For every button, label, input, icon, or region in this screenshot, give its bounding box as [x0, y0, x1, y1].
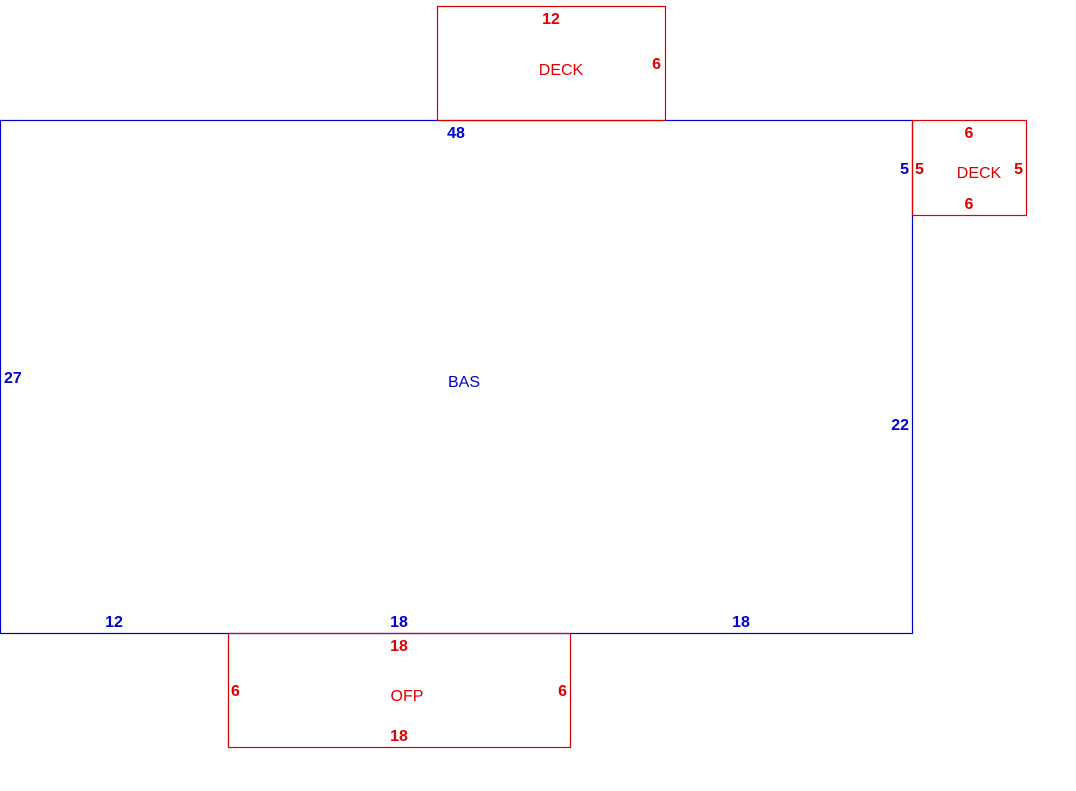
ofp-label: OFP — [391, 688, 424, 705]
bas-dim-right-upper: 5 — [900, 161, 909, 178]
deck-right-outline — [911, 119, 1028, 217]
deck-right-area: DECK 6 6 5 5 — [911, 119, 1028, 217]
deck-top-area: DECK 12 6 — [436, 5, 667, 122]
deck-top-outline — [436, 5, 667, 122]
bas-area: BAS 48 27 22 5 12 18 18 — [0, 119, 914, 635]
bas-label: BAS — [448, 374, 480, 391]
bas-dim-bottom-mid: 18 — [390, 614, 408, 631]
deck-top-dim-right: 6 — [652, 56, 661, 73]
ofp-outline — [227, 632, 572, 749]
ofp-dim-bottom: 18 — [390, 728, 408, 745]
deck-right-dim-top: 6 — [965, 125, 974, 142]
bas-dim-left: 27 — [4, 370, 22, 387]
ofp-dim-left: 6 — [231, 683, 240, 700]
deck-right-dim-left: 5 — [915, 161, 924, 178]
ofp-dim-top: 18 — [390, 638, 408, 655]
bas-dim-right-lower: 22 — [891, 417, 909, 434]
bas-dim-bottom-left: 12 — [105, 614, 123, 631]
ofp-dim-right: 6 — [558, 683, 567, 700]
deck-top-label: DECK — [539, 62, 584, 79]
bas-dim-bottom-right: 18 — [732, 614, 750, 631]
ofp-area: OFP 18 18 6 6 — [227, 632, 572, 749]
deck-right-dim-bottom: 6 — [965, 196, 974, 213]
deck-top-dim-top: 12 — [542, 11, 560, 28]
deck-right-label: DECK — [957, 165, 1002, 182]
bas-dim-top: 48 — [447, 125, 465, 142]
deck-right-dim-right: 5 — [1014, 161, 1023, 178]
